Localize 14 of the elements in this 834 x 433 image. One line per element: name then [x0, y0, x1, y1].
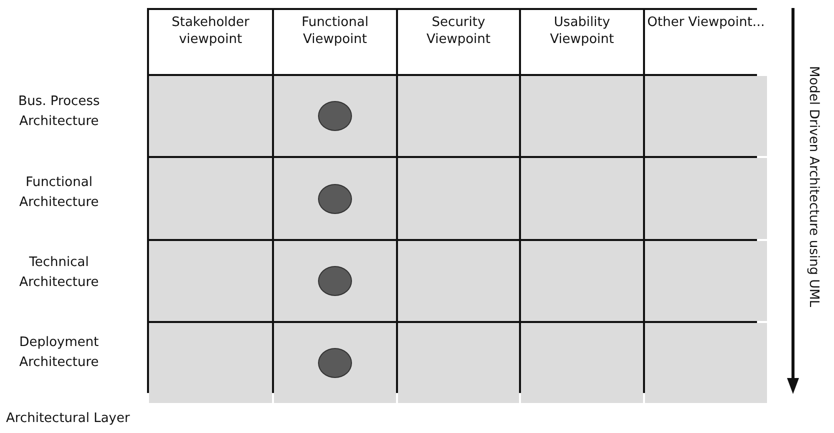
- row-label: Functional Architecture: [18, 174, 100, 212]
- marker-dot: [318, 348, 352, 378]
- axis-label: Model Driven Architecture using UML: [806, 66, 821, 308]
- row-label: Bus. Process Architecture: [17, 93, 101, 131]
- column-header: Usability Viewpoint: [521, 10, 643, 74]
- row-label: Deployment Architecture: [18, 334, 100, 372]
- axis-label: Architectural Layer: [6, 411, 130, 426]
- column-header: Security Viewpoint: [398, 10, 519, 74]
- marker-dot: [318, 266, 352, 296]
- column-header: Stakeholder viewpoint: [149, 10, 272, 74]
- marker-dot: [318, 184, 352, 214]
- column-header: Functional Viewpoint: [274, 10, 396, 74]
- row-label: Technical Architecture: [18, 254, 100, 292]
- marker-dot: [318, 101, 352, 131]
